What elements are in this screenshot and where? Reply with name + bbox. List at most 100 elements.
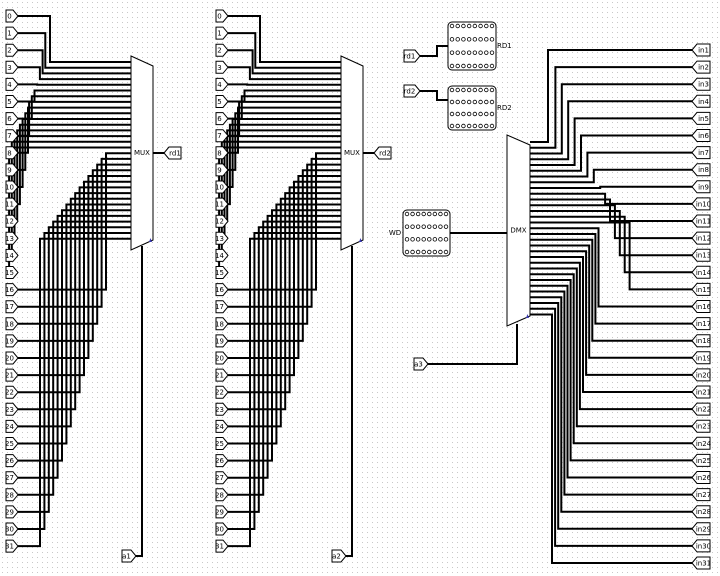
- mux2-input-pin-18-shape[interactable]: [215, 317, 229, 331]
- mux1-input-pin-9[interactable]: 9: [5, 163, 19, 177]
- mux2-input-pin-26[interactable]: 26: [215, 454, 229, 468]
- mux1-input-pin-13[interactable]: 13: [5, 231, 19, 245]
- dmx-output-pin-in30-shape[interactable]: [691, 539, 711, 553]
- mux1-input-pin-8[interactable]: 8: [5, 146, 19, 160]
- dmx-output-pin-in24-shape[interactable]: [691, 436, 711, 450]
- mux1-input-pin-30-shape[interactable]: [5, 522, 19, 536]
- mux2-input-pin-11-shape[interactable]: [215, 197, 229, 211]
- dmx-output-pin-in29-shape[interactable]: [691, 522, 711, 536]
- dmx-output-pin-in8-shape[interactable]: [691, 163, 711, 177]
- mux2-input-pin-15[interactable]: 15: [215, 266, 229, 279]
- dmx-output-pin-in23[interactable]: in23: [691, 419, 711, 433]
- mux2-input-pin-5[interactable]: 5: [215, 95, 229, 108]
- mux2-input-pin-25-shape[interactable]: [215, 437, 229, 450]
- mux2-input-pin-28[interactable]: 28: [215, 488, 229, 502]
- mux2-input-pin-3[interactable]: 3: [215, 60, 229, 74]
- mux2-input-pin-31-shape[interactable]: [215, 539, 229, 553]
- mux2-input-pin-8-shape[interactable]: [215, 146, 229, 160]
- mux1-output-pin-shape[interactable]: [163, 146, 182, 160]
- mux1-input-pin-14-shape[interactable]: [5, 248, 19, 262]
- dmx-output-pin-in8[interactable]: in8: [691, 163, 711, 177]
- mux2-input-pin-10[interactable]: 10: [215, 180, 229, 194]
- dmx-output-pin-in28-shape[interactable]: [691, 505, 711, 519]
- dmx-output-pin-in29[interactable]: in29: [691, 522, 711, 536]
- mux1-input-pin-5-shape[interactable]: [5, 95, 19, 108]
- mux1-input-pin-22[interactable]: 22: [5, 385, 19, 399]
- dmx-output-pin-in12[interactable]: in12: [691, 231, 711, 245]
- mux1-input-pin-11-shape[interactable]: [5, 197, 19, 211]
- mux1-input-pin-3-shape[interactable]: [5, 60, 19, 74]
- mux2-input-pin-7[interactable]: 7: [215, 129, 229, 143]
- mux2-input-pin-8[interactable]: 8: [215, 146, 229, 160]
- mux1-input-pin-25-shape[interactable]: [5, 437, 19, 450]
- mux1-input-pin-20-shape[interactable]: [5, 351, 19, 365]
- mux2-input-pin-14-shape[interactable]: [215, 248, 229, 262]
- dmx-output-pin-in13[interactable]: in13: [691, 248, 711, 262]
- mux2-input-pin-7-shape[interactable]: [215, 129, 229, 143]
- mux1-input-pin-28[interactable]: 28: [5, 488, 19, 502]
- mux2-output-pin-shape[interactable]: [373, 146, 392, 160]
- dmx-output-pin-in20[interactable]: in20: [691, 368, 711, 382]
- mux1-input-pin-15-shape[interactable]: [5, 266, 19, 279]
- mux1-input-pin-17[interactable]: 17: [5, 300, 19, 314]
- mux1-input-pin-24-shape[interactable]: [5, 419, 19, 433]
- mux1-input-pin-14[interactable]: 14: [5, 248, 19, 262]
- dmx-output-pin-in11-shape[interactable]: [691, 214, 711, 228]
- mux2-input-pin-14[interactable]: 14: [215, 248, 229, 262]
- dmx-output-pin-in19-shape[interactable]: [691, 351, 711, 365]
- dmx-output-pin-in27-shape[interactable]: [691, 488, 711, 502]
- mux1-select-pin[interactable]: a1: [121, 549, 137, 563]
- dmx-output-pin-in27[interactable]: in27: [691, 488, 711, 502]
- mux2-input-pin-16[interactable]: 16: [215, 283, 229, 297]
- mux1-input-pin-28-shape[interactable]: [5, 488, 19, 502]
- dmx-output-pin-in2[interactable]: in2: [691, 60, 711, 74]
- dmx-output-pin-in21[interactable]: in21: [691, 385, 711, 399]
- mux1-input-pin-26[interactable]: 26: [5, 454, 19, 468]
- mux1-input-pin-22-shape[interactable]: [5, 385, 19, 399]
- mux1-input-pin-4-shape[interactable]: [5, 77, 19, 91]
- mux2-input-pin-20[interactable]: 20: [215, 351, 229, 365]
- demux-select-pin-shape[interactable]: [413, 357, 429, 371]
- mux2-input-pin-28-shape[interactable]: [215, 488, 229, 502]
- mux1-input-pin-29[interactable]: 29: [5, 505, 19, 519]
- mux2-input-pin-6-shape[interactable]: [215, 112, 229, 126]
- mux1-input-pin-6-shape[interactable]: [5, 112, 19, 126]
- mux1-input-pin-1-shape[interactable]: [5, 26, 19, 40]
- mux2-input-pin-21-shape[interactable]: [215, 368, 229, 382]
- mux1-input-pin-19[interactable]: 19: [5, 334, 19, 348]
- probe-rd2-input-pin-shape[interactable]: [403, 84, 421, 98]
- dmx-output-pin-in26-shape[interactable]: [691, 471, 711, 484]
- mux2-input-pin-6[interactable]: 6: [215, 112, 229, 126]
- mux2-input-pin-25[interactable]: 25: [215, 437, 229, 450]
- dmx-output-pin-in10[interactable]: in10: [691, 197, 711, 211]
- demux[interactable]: DMX: [506, 134, 531, 327]
- mux2-input-pin-2-shape[interactable]: [215, 43, 229, 57]
- mux1-input-pin-17-shape[interactable]: [5, 300, 19, 314]
- dmx-output-pin-in19[interactable]: in19: [691, 351, 711, 365]
- mux1-input-pin-2[interactable]: 2: [5, 43, 19, 57]
- dmx-output-pin-in17-shape[interactable]: [691, 317, 711, 331]
- mux2-input-pin-4[interactable]: 4: [215, 77, 229, 91]
- mux1-input-pin-27[interactable]: 27: [5, 471, 19, 485]
- mux1-input-pin-23-shape[interactable]: [5, 402, 19, 416]
- mux2-input-pin-20-shape[interactable]: [215, 351, 229, 365]
- mux1-input-pin-24[interactable]: 24: [5, 419, 19, 433]
- mux1-input-pin-23[interactable]: 23: [5, 402, 19, 416]
- mux2-input-pin-9[interactable]: 9: [215, 163, 229, 177]
- dmx-output-pin-in18[interactable]: in18: [691, 334, 711, 348]
- mux1-input-pin-9-shape[interactable]: [5, 163, 19, 177]
- dmx-output-pin-in12-shape[interactable]: [691, 231, 711, 245]
- mux1-input-pin-29-shape[interactable]: [5, 505, 19, 519]
- mux2-input-pin-4-shape[interactable]: [215, 77, 229, 91]
- mux1-input-pin-8-shape[interactable]: [5, 146, 19, 160]
- mux2-input-pin-15-shape[interactable]: [215, 266, 229, 279]
- mux1-input-pin-1[interactable]: 1: [5, 26, 19, 40]
- dmx-output-pin-in9[interactable]: in9: [691, 180, 711, 194]
- dmx-output-pin-in11[interactable]: in11: [691, 214, 711, 228]
- mux2-input-pin-1-shape[interactable]: [215, 26, 229, 40]
- dmx-output-pin-in14[interactable]: in14: [691, 265, 712, 279]
- mux1-select-pin-shape[interactable]: [121, 549, 137, 563]
- mux1-input-pin-13-shape[interactable]: [5, 231, 19, 245]
- demux-select-pin[interactable]: a3: [413, 357, 429, 371]
- dmx-output-pin-in14-shape[interactable]: [691, 265, 711, 279]
